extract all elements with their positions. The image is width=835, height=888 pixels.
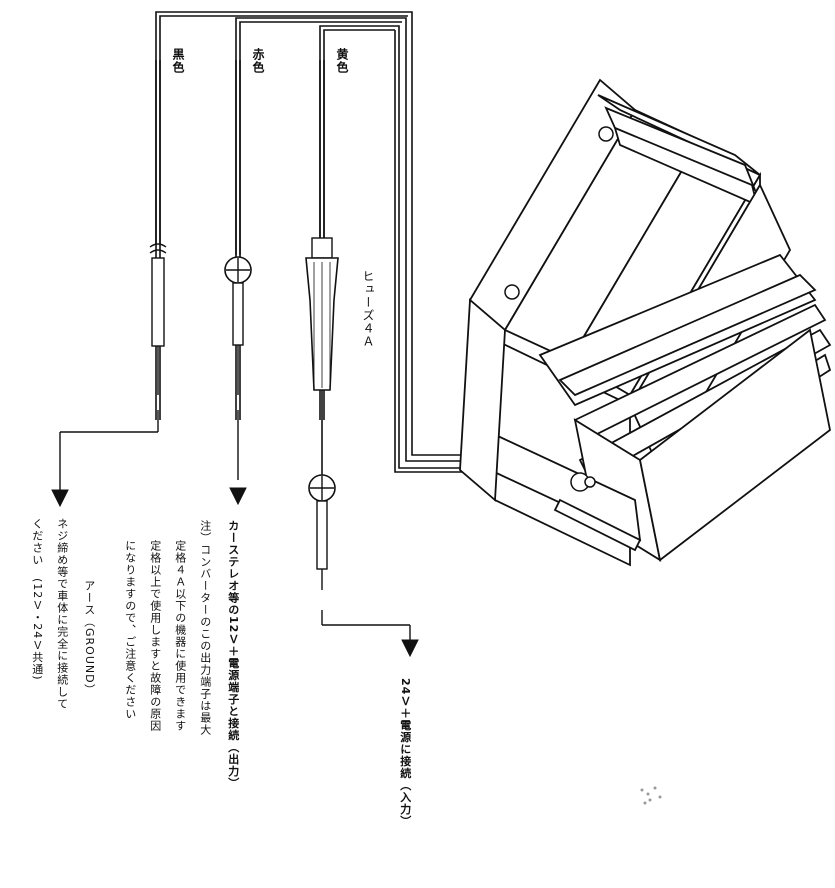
yellow-wire-label: 黄色: [335, 48, 349, 74]
yellow-wire: [305, 60, 419, 658]
ground-note-line2: ください (12Ｖ・24Ｖ共通): [30, 518, 44, 681]
output-label: カーステレオ等の12Ｖ＋電源端子と接続（出力）: [226, 520, 240, 790]
red-wire: [224, 60, 252, 506]
fuse-holder-icon: [305, 237, 339, 391]
red-wire-label: 赤色: [251, 48, 265, 74]
tone-smudge: [640, 786, 662, 805]
output-arrow-icon: [229, 487, 247, 506]
black-wire: [51, 60, 167, 508]
converter-screws: [504, 126, 614, 492]
converter-unit: [459, 78, 832, 567]
input-label: 24Ｖ＋電源に接続（入力）: [398, 678, 412, 828]
black-wire-label: 黒色: [171, 48, 185, 74]
input-arrow-icon: [401, 639, 419, 658]
ground-label: アース（GROUND）: [82, 580, 96, 696]
ground-note-line1: ネジ締め等で車体に完全に接続して: [55, 518, 69, 710]
ground-arrow-icon: [51, 489, 69, 508]
output-note-line3: 定格以上で使用しますと故障の原因: [148, 540, 162, 732]
output-note-line1: 注）コンバーターのこの出力端子は最大: [198, 520, 212, 736]
output-note-line2: 定格４Ａ以下の機器に使用できます: [173, 540, 187, 732]
fuse-label: ヒューズ４Ａ: [361, 270, 375, 348]
output-note-line4: になりますので、ご注意ください: [123, 540, 137, 720]
